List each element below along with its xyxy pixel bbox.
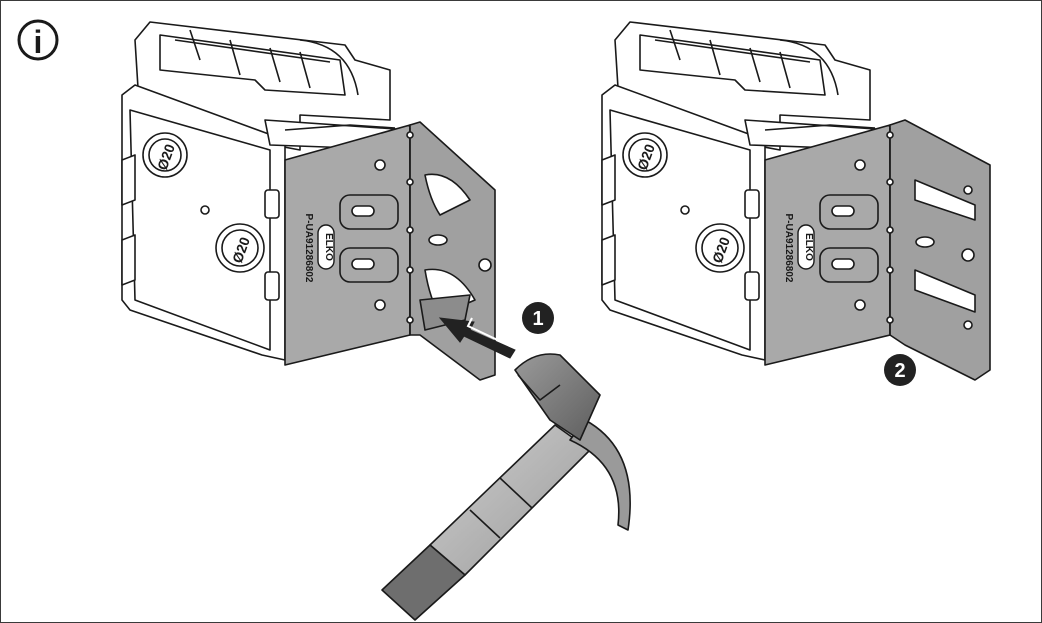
left-brand-label: ELKO — [323, 233, 334, 261]
step-1-label: 1 — [532, 308, 543, 330]
flush-box-left — [121, 21, 411, 361]
step-badge-1: 1 — [522, 302, 554, 334]
flush-box-right — [601, 21, 891, 361]
mounting-plate-left — [284, 121, 496, 381]
info-icon: i — [17, 19, 59, 61]
step-badge-2: 2 — [884, 354, 916, 386]
push-arrow — [438, 317, 524, 359]
hammer-icon — [381, 353, 631, 621]
step-2-label: 2 — [894, 360, 905, 382]
mounting-plate-right — [764, 119, 991, 381]
info-glyph: i — [34, 24, 43, 60]
left-brand-badge: ELKO — [317, 224, 335, 270]
right-part-number: P-UA91286802 — [783, 214, 794, 283]
left-part-number: P-UA91286802 — [303, 214, 314, 283]
right-brand-label: ELKO — [803, 233, 814, 261]
right-brand-badge: ELKO — [797, 224, 815, 270]
